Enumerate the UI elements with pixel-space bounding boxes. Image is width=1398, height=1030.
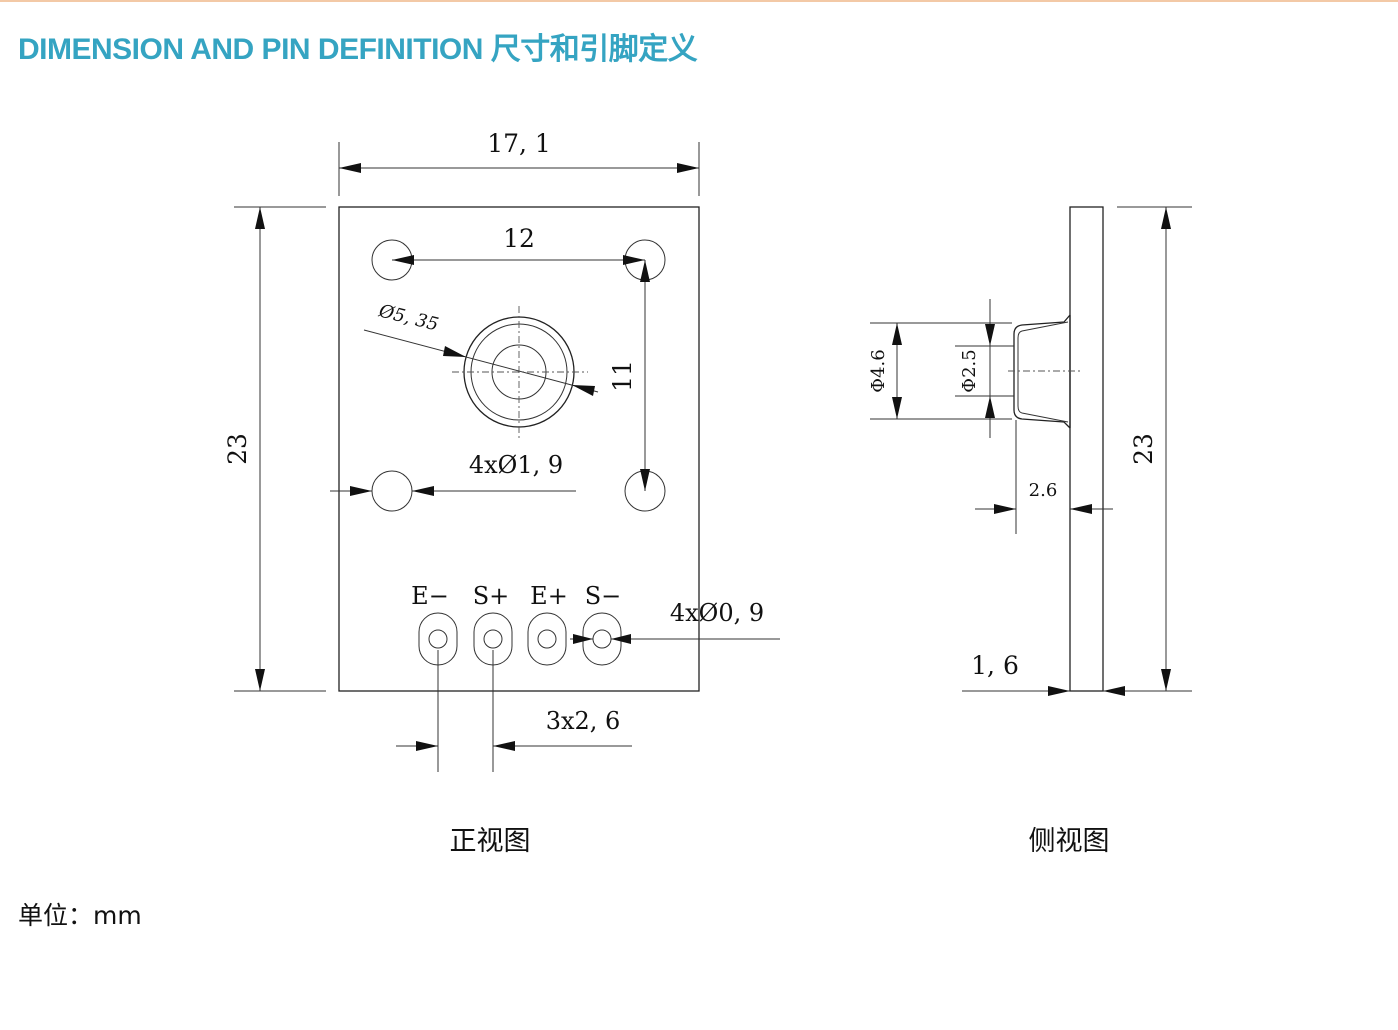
hole-spacing-v-label: 11 xyxy=(608,360,637,392)
pin-holes-label: 4xØ0, 9 xyxy=(670,599,764,627)
mount-holes-label: 4xØ1, 9 xyxy=(469,451,563,479)
side-height-label: 23 xyxy=(1129,433,1158,465)
board-outline xyxy=(338,206,700,692)
thickness-label: 1, 6 xyxy=(971,651,1019,680)
mount-hole-bottom-left xyxy=(371,470,413,512)
center-hole-leader xyxy=(363,329,599,393)
pin-label-4: S− xyxy=(585,582,622,610)
front-view-caption: 正视图 xyxy=(450,826,531,857)
unit-note: 单位：mm xyxy=(18,901,142,930)
flange-dia-label: Φ4.6 xyxy=(868,349,889,392)
sensor-cup-profile xyxy=(1013,314,1071,429)
pin-label-2: S+ xyxy=(473,582,510,610)
pin-label-1: E− xyxy=(411,582,449,610)
width-label: 17, 1 xyxy=(487,129,551,158)
bore-dia-label: Φ2.5 xyxy=(959,349,980,392)
pin-pitch-label: 3x2, 6 xyxy=(546,707,621,735)
pin-pad-3 xyxy=(527,612,567,666)
center-hole-label: Ø5, 35 xyxy=(376,300,441,335)
side-view: 23 1, 6 Φ4.6 Φ2.5 2.6 侧视图 xyxy=(868,206,1192,857)
top-rule xyxy=(0,0,1398,2)
height-label: 23 xyxy=(223,433,252,465)
hole-spacing-h-label: 12 xyxy=(503,224,535,253)
pin-label-3: E+ xyxy=(530,582,568,610)
depth-label: 2.6 xyxy=(1029,480,1058,501)
board-side-outline xyxy=(1069,206,1104,692)
page-title: DIMENSION AND PIN DEFINITION 尺寸和引脚定义 xyxy=(18,33,698,66)
side-view-caption: 侧视图 xyxy=(1029,826,1110,857)
front-view: 17, 1 23 12 11 4xØ1, 9 xyxy=(223,129,780,857)
